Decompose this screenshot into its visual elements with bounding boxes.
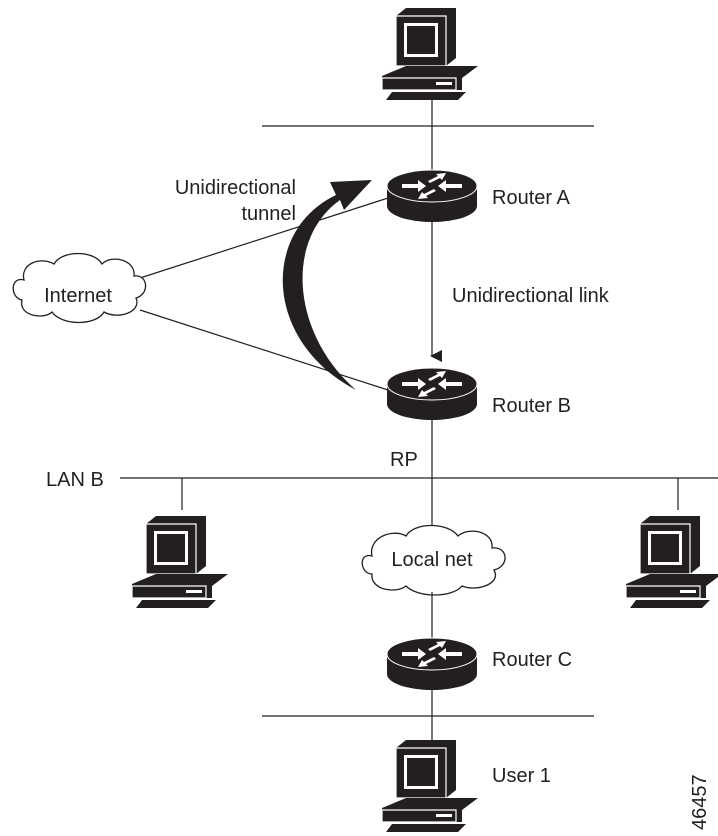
router-b-label: Router B xyxy=(492,395,571,417)
internet-label: Internet xyxy=(44,285,112,307)
tunnel-label-line2: tunnel xyxy=(242,203,297,225)
router-c-label: Router C xyxy=(492,649,572,671)
workstation-icon xyxy=(131,515,229,609)
router-a-label: Router A xyxy=(492,187,570,209)
tunnel-label-line1: Unidirectional xyxy=(175,177,296,199)
internet-to-router-b-line xyxy=(139,309,389,391)
figure-id: 46457 xyxy=(689,774,711,830)
router-icon xyxy=(386,637,478,691)
workstation-icon xyxy=(381,7,479,101)
lan-b-label: LAN B xyxy=(46,469,104,491)
local-net-label: Local net xyxy=(391,549,473,571)
cloud-icon xyxy=(12,252,147,324)
rp-label: RP xyxy=(390,449,418,471)
cloud-icon xyxy=(361,524,506,596)
user1-label: User 1 xyxy=(492,765,551,787)
router-icon xyxy=(386,169,478,223)
tunnel-arrow xyxy=(282,180,372,390)
workstation-icon xyxy=(381,739,479,833)
router-icon xyxy=(386,367,478,421)
unidirectional-link-label: Unidirectional link xyxy=(452,285,610,307)
workstation-icon xyxy=(625,515,718,609)
internet-to-router-a-line xyxy=(139,197,389,279)
